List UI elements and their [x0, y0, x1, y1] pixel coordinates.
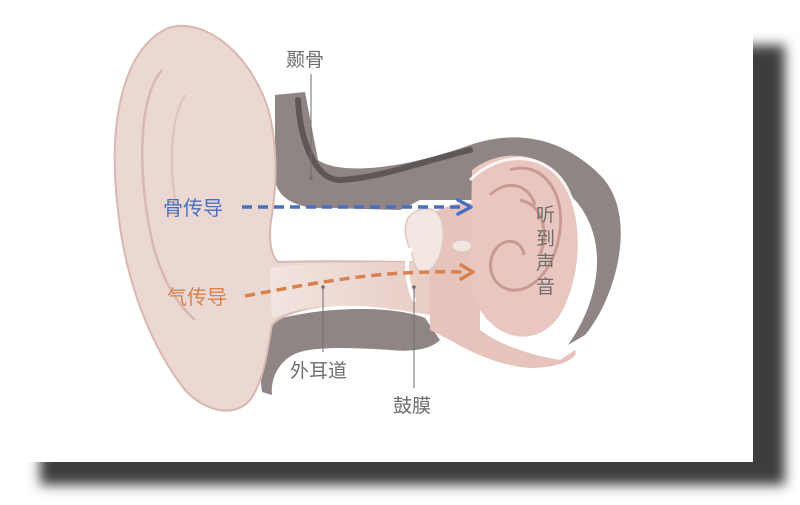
temporal-bone-lower [260, 309, 440, 395]
pinna-fold-2 [170, 94, 186, 216]
label-ear-canal: 外耳道 [290, 360, 347, 382]
pinna-fold [140, 69, 196, 321]
ear-canal-dot [321, 285, 325, 289]
pinna [113, 24, 431, 412]
cochlea-housing [470, 155, 578, 337]
label-hear-sound: 听 到 声 音 [536, 204, 555, 298]
label-hear-sound-char: 到 [536, 228, 555, 250]
label-bone-conduction: 骨传导 [163, 196, 223, 220]
ear-canal [270, 238, 470, 320]
label-eardrum: 鼓膜 [393, 395, 431, 417]
cochlea [488, 166, 563, 292]
eardrum-dot [412, 285, 416, 289]
label-hear-sound-char: 听 [536, 204, 555, 226]
temporal-bone-dot [309, 176, 313, 180]
label-air-conduction: 气传导 [167, 285, 227, 309]
label-hear-sound-char: 音 [536, 276, 555, 298]
temporal-bone-rim [295, 97, 473, 184]
label-hear-sound-char: 声 [536, 252, 555, 274]
dashed-arrow-right-icon [242, 198, 473, 216]
dashed-arrow-right-icon [244, 263, 475, 298]
label-temporal-bone: 颞骨 [286, 49, 324, 71]
eardrum-membrane [405, 248, 416, 302]
ossicles [404, 208, 473, 274]
temporal-bone-upper [275, 92, 621, 345]
cochlea-edge [468, 157, 582, 332]
